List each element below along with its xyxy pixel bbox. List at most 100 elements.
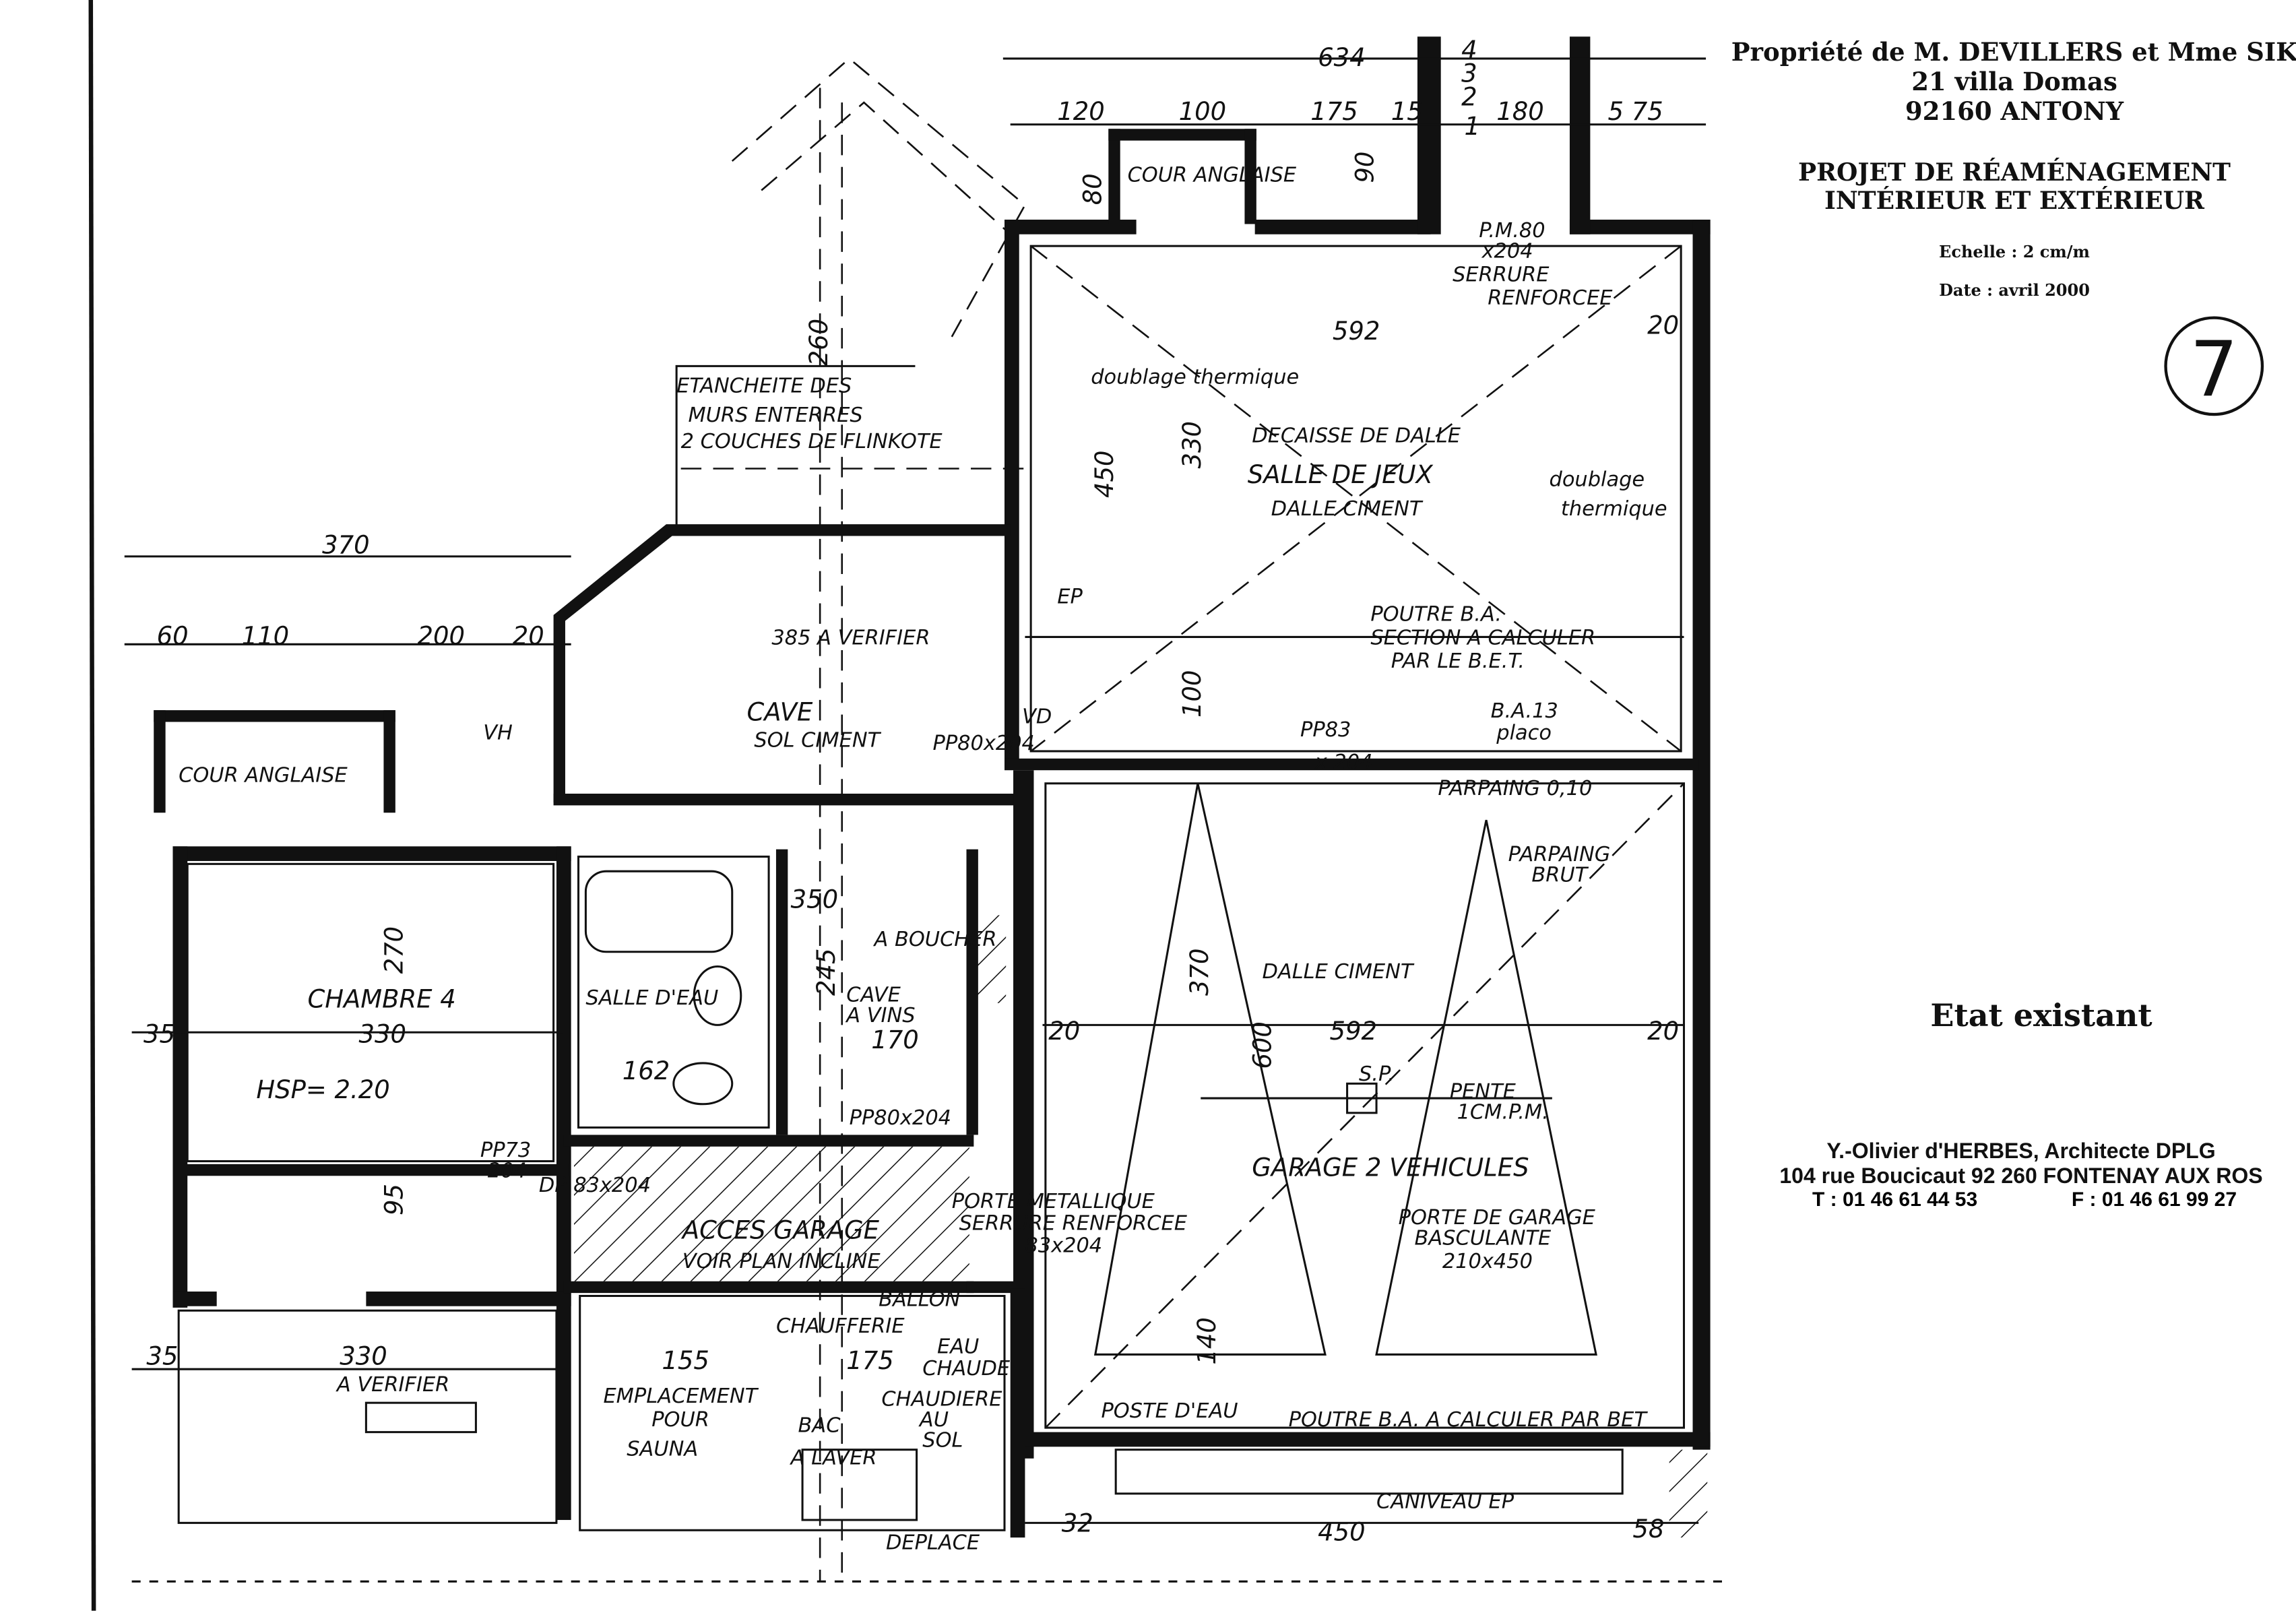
room-labels: SALLE DE JEUX DALLE CIMENT DECAISSE DE D… [179, 164, 1529, 1461]
note: S.P. [1359, 1062, 1395, 1086]
room-cave: CAVE [746, 697, 812, 726]
dimension: 350 [791, 885, 839, 914]
note: doublage thermique [1091, 365, 1299, 389]
dimension: 110 [242, 621, 290, 650]
dimension: 270 [380, 926, 409, 974]
dimension: 170 [871, 1025, 919, 1054]
note: MURS ENTERRES [689, 404, 863, 427]
room-cour2: COUR ANGLAISE [179, 764, 348, 788]
note: AU [918, 1408, 949, 1432]
note: BALLON [879, 1288, 960, 1312]
scale: Echelle : 2 cm/m [1939, 242, 2090, 261]
dimension: 80 [1078, 173, 1107, 205]
note: PAR LE B.E.T. [1391, 649, 1525, 673]
fax: F : 01 46 61 99 27 [2071, 1188, 2237, 1211]
title-block: Propriété de M. DEVILLERS et Mme SIK 21 … [1725, 37, 2296, 300]
note: POUTRE B.A. [1370, 603, 1502, 627]
note: A BOUCHER [873, 928, 997, 951]
dimension: 120 [1057, 97, 1105, 126]
note: doublage [1550, 468, 1645, 492]
room-dalle-ciment: DALLE CIMENT [1263, 960, 1415, 984]
note: SECTION A CALCULER [1370, 626, 1595, 649]
note: P.M.80 [1479, 219, 1545, 243]
note: PENTE [1450, 1080, 1517, 1104]
note: 210x450 [1442, 1250, 1533, 1273]
exterior-stair [680, 57, 1027, 1582]
dimension: 35 [144, 1019, 175, 1048]
dimension: 32 [1062, 1508, 1093, 1537]
dimension: 155 [662, 1346, 709, 1375]
sheet-number: 7 [2190, 325, 2238, 414]
dimension: 180 [1496, 97, 1544, 126]
room-acces-sub: VOIR PLAN INCLINE [682, 1250, 881, 1273]
hatched-wall-right [1669, 1449, 1708, 1538]
note: POSTE D'EAU [1101, 1399, 1238, 1423]
note: SERRURE [1453, 263, 1550, 286]
note: B.A.13 [1491, 699, 1558, 723]
note: PARPAING 0,10 [1438, 777, 1592, 800]
dimension-labels: 634 120 100 175 15 180 5 75 4 3 2 1 592 … [144, 36, 1679, 1547]
dimension: 58 [1632, 1515, 1664, 1544]
room-chaufferie: CHAUFFERIE [776, 1314, 905, 1338]
room-cave-vins2: A VINS [845, 1004, 915, 1027]
city: 92160 ANTONY [1905, 96, 2124, 126]
dimension: 95 [380, 1184, 409, 1215]
note: 385 A VERIFIER [771, 626, 930, 649]
note: BRUT [1531, 863, 1589, 887]
dimension: 330 [1178, 421, 1207, 469]
note: A LAVER [790, 1446, 877, 1469]
architect-name: Y.-Olivier d'HERBES, Architecte DPLG [1826, 1139, 2216, 1163]
sheet-edge [88, 0, 96, 1611]
dimension: 4 [1461, 36, 1477, 65]
architect-block: Y.-Olivier d'HERBES, Architecte DPLG 104… [1745, 1139, 2296, 1211]
dimension: 245 [812, 948, 841, 996]
dimension: 140 [1192, 1317, 1221, 1365]
note: EAU [937, 1335, 979, 1358]
room-acces: ACCES GARAGE [681, 1216, 880, 1245]
dimension: 260 [804, 319, 833, 367]
dimension: 370 [322, 531, 370, 560]
architect-address: 104 rue Boucicaut 92 260 FONTENAY AUX RO… [1779, 1164, 2263, 1188]
dimension: 2 [1461, 82, 1477, 111]
project-line2: INTÉRIEUR ET EXTÉRIEUR [1824, 187, 2204, 215]
dimension: 592 [1333, 317, 1380, 346]
room-salle-eau: SALLE D'EAU [585, 986, 718, 1010]
note: BAC [798, 1414, 841, 1438]
note: DP 83x204 [539, 1174, 651, 1197]
project-line1: PROJET DE RÉAMÉNAGEMENT [1798, 158, 2231, 187]
room-cave-sub: SOL CIMENT [754, 728, 881, 752]
dimension: 175 [1310, 97, 1358, 126]
note: DEPLACE [886, 1531, 980, 1555]
room-decaisse: DECAISSE DE DALLE [1252, 424, 1461, 447]
dimension: 5 75 [1607, 97, 1663, 126]
dimension: 20 [1647, 311, 1679, 340]
note: CHAUDIERE [881, 1388, 1002, 1411]
note: POUTRE B.A. A CALCULER PAR BET [1289, 1408, 1649, 1432]
note: VD [1022, 705, 1052, 729]
note: PORTE METALLIQUE [952, 1190, 1155, 1213]
note: 204 [488, 1159, 527, 1182]
note: PP83 [1300, 718, 1351, 742]
dimension: 20 [1647, 1017, 1679, 1046]
note: 2 COUCHES DE FLINKOTE [681, 430, 943, 453]
room-salle-sub: DALLE CIMENT [1271, 497, 1424, 521]
dimension: 20 [513, 621, 544, 650]
contact-line: T : 01 46 61 44 53 F : 01 46 61 99 27 [1745, 1188, 2296, 1211]
room-chambre: CHAMBRE 4 [307, 984, 455, 1013]
note: SOL [922, 1428, 963, 1452]
note: PP73 [480, 1139, 531, 1162]
note: CHAUDE [922, 1357, 1011, 1380]
note: PARPAING [1508, 843, 1611, 866]
room-cour1: COUR ANGLAISE [1128, 164, 1297, 187]
dimension: 330 [340, 1342, 387, 1371]
phone: T : 01 46 61 44 53 [1812, 1188, 1978, 1211]
dimension: 200 [417, 621, 465, 650]
thin-lines [124, 57, 1728, 1583]
note: 1CM.P.M. [1457, 1101, 1549, 1124]
note: A VERIFIER [336, 1373, 449, 1397]
note: PORTE DE GARAGE [1399, 1206, 1596, 1230]
hatched-wall [974, 915, 1007, 1003]
owner: Propriété de M. DEVILLERS et Mme SIK [1731, 37, 2296, 67]
dimension: 90 [1351, 152, 1380, 183]
date: Date : avril 2000 [1939, 280, 2090, 300]
